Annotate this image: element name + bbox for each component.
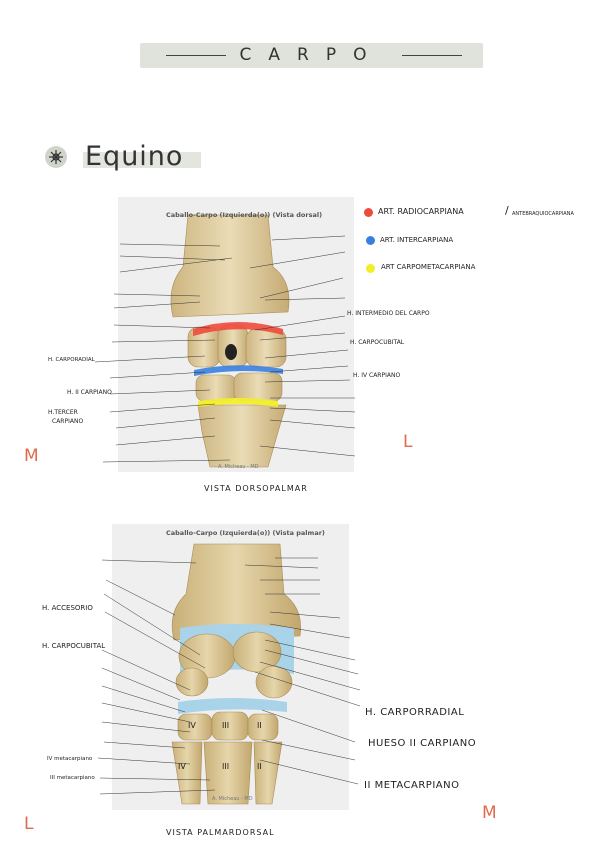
side-mark-fig1-left: M	[24, 446, 39, 466]
side-mark-fig2-right: M	[482, 803, 497, 823]
label-iii-metacarpiano: III metacarpiano	[50, 775, 95, 781]
label-accesorio: H. ACCESORIO	[42, 604, 93, 612]
label-iv-carpiano: H. IV CARPIANO	[353, 372, 401, 379]
section-highlight	[83, 152, 201, 168]
legend-slash: /	[505, 204, 509, 217]
side-mark-fig2-left: L	[24, 814, 34, 834]
legend-radiocarpiana: ART. RADIOCARPIANA	[378, 207, 464, 216]
roman-proximal-iv: IV	[188, 721, 196, 730]
roman-distal-iv: IV	[178, 762, 186, 771]
label-carpocubital-1: H. CARPOCUBITAL	[350, 339, 405, 346]
legend-dot-carpometacarpiana	[366, 264, 375, 273]
title-banner: CARPO	[140, 43, 483, 68]
figure-palmar-title: Caballo-Carpo (Izquierda(o)) (Vista palm…	[166, 529, 325, 537]
label-tercer-line2: CARPIANO	[52, 418, 84, 425]
roman-proximal-iii: III	[222, 721, 230, 730]
figure-palmar: Caballo-Carpo (Izquierda(o)) (Vista palm…	[112, 524, 349, 810]
label-ii-carpiano-1: H. II CARPIANO	[67, 389, 112, 396]
roman-distal-iii: III	[222, 762, 230, 771]
title-rule-left	[166, 55, 226, 56]
label-iv-metacarpiano: IV metacarpiano	[47, 756, 93, 762]
title-rule-right	[402, 55, 462, 56]
legend-dot-intercarpiana	[366, 236, 375, 245]
section-heading: Equino	[45, 141, 201, 172]
label-carporadial: H. CARPORADIAL	[48, 357, 95, 363]
dorsal-carpus-illustration	[170, 214, 290, 468]
label-tercer-line1: H.TERCER	[48, 409, 78, 416]
roman-distal-ii: II	[257, 762, 262, 771]
label-intermedio: H. INTERMEDIO DEL CARPO	[347, 310, 430, 317]
flower-icon	[45, 146, 67, 168]
label-ii-metacarpiano: II METACARPIANO	[364, 780, 460, 791]
caption-dorsopalmar: VISTA DORSOPALMAR	[204, 484, 308, 493]
legend-carpometacarpiana: ART CARPOMETACARPIANA	[381, 263, 476, 271]
figure-dorsal-credit: A. Micheau - MD	[218, 464, 259, 470]
label-carporradial: H. CARPORRADIAL	[365, 707, 465, 718]
label-carpocubital-2: H. CARPOCUBITAL	[42, 642, 106, 650]
legend-dot-radiocarpiana	[364, 208, 373, 217]
label-hueso-ii-carpiano: HUESO II CARPIANO	[368, 738, 477, 749]
figure-palmar-credit: A. Micheau - MD	[212, 796, 253, 802]
palmar-carpus-illustration	[171, 543, 301, 805]
roman-proximal-ii: II	[257, 721, 262, 730]
legend-antebraquiocarpiana: ANTEBRAQUIOCARPIANA	[512, 211, 574, 217]
figure-dorsal-title: Caballo-Carpo (Izquierda(o)) (Vista dors…	[166, 211, 323, 219]
caption-palmardorsal: VISTA PALMARDORSAL	[166, 828, 275, 837]
page-title: CARPO	[239, 45, 384, 65]
section-title: Equino	[85, 141, 184, 172]
figure-dorsal: Caballo-Carpo (Izquierda(o)) (Vista dors…	[118, 197, 354, 472]
legend-intercarpiana: ART. INTERCARPIANA	[380, 236, 454, 244]
side-mark-fig1-right: L	[403, 432, 413, 452]
